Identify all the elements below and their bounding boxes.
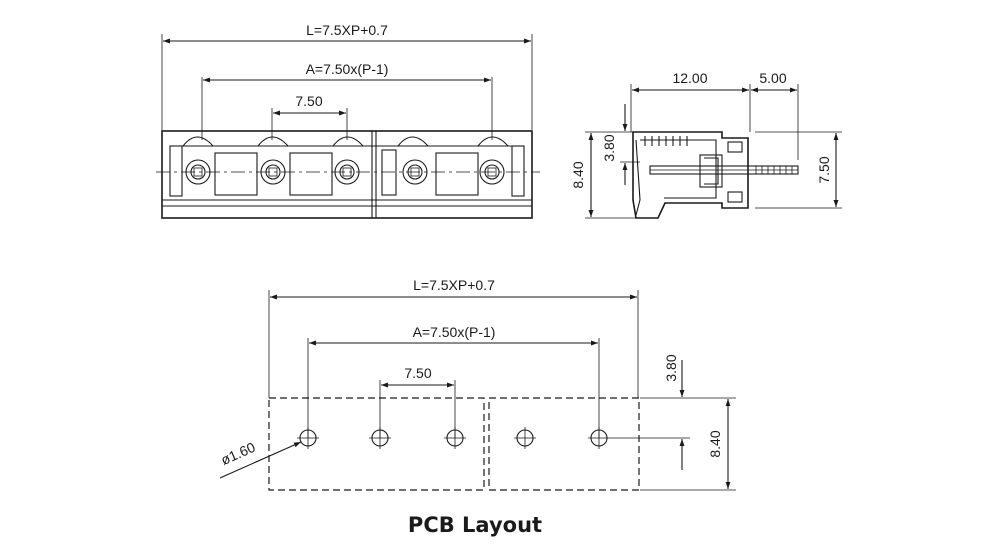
side-depth-label: 12.00 — [672, 70, 707, 86]
pcb-hole — [444, 427, 466, 449]
connector-side-body — [632, 131, 799, 219]
side-body-height-label: 8.40 — [570, 161, 586, 188]
pcb-hole — [369, 427, 391, 449]
hole-diameter-leader — [219, 441, 302, 479]
front-pin-span-label: A=7.50x(P-1) — [306, 61, 389, 77]
pcb-layout-view: L=7.5XP+0.7 A=7.50x(P-1) 7.50 ø1.60 3.80… — [218, 277, 736, 537]
pcb-footprint-outline — [268, 397, 640, 491]
pcb-hole — [588, 427, 610, 449]
pin-knurl — [755, 166, 793, 174]
front-pitch-label: 7.50 — [295, 93, 322, 109]
pcb-hole — [297, 427, 319, 449]
connector-front-body — [156, 130, 540, 219]
pcb-height-label: 8.40 — [707, 430, 723, 457]
pcb-hole — [514, 427, 536, 449]
pcb-pin-span-label: A=7.50x(P-1) — [413, 324, 496, 340]
side-pin-height-label: 3.80 — [601, 134, 617, 161]
front-view: L=7.5XP+0.7 A=7.50x(P-1) 7.50 — [156, 22, 540, 219]
pcb-layout-title: PCB Layout — [408, 513, 542, 537]
side-view: 12.00 5.00 8.40 3.80 7.50 — [570, 70, 842, 219]
pcb-pitch-label: 7.50 — [404, 365, 431, 381]
pcb-hole-offset-label: 3.80 — [663, 354, 679, 381]
side-total-height-label: 7.50 — [816, 156, 832, 183]
front-overall-length-label: L=7.5XP+0.7 — [306, 22, 388, 38]
pcb-overall-length-label: L=7.5XP+0.7 — [413, 277, 495, 293]
side-pin-length-label: 5.00 — [759, 70, 786, 86]
